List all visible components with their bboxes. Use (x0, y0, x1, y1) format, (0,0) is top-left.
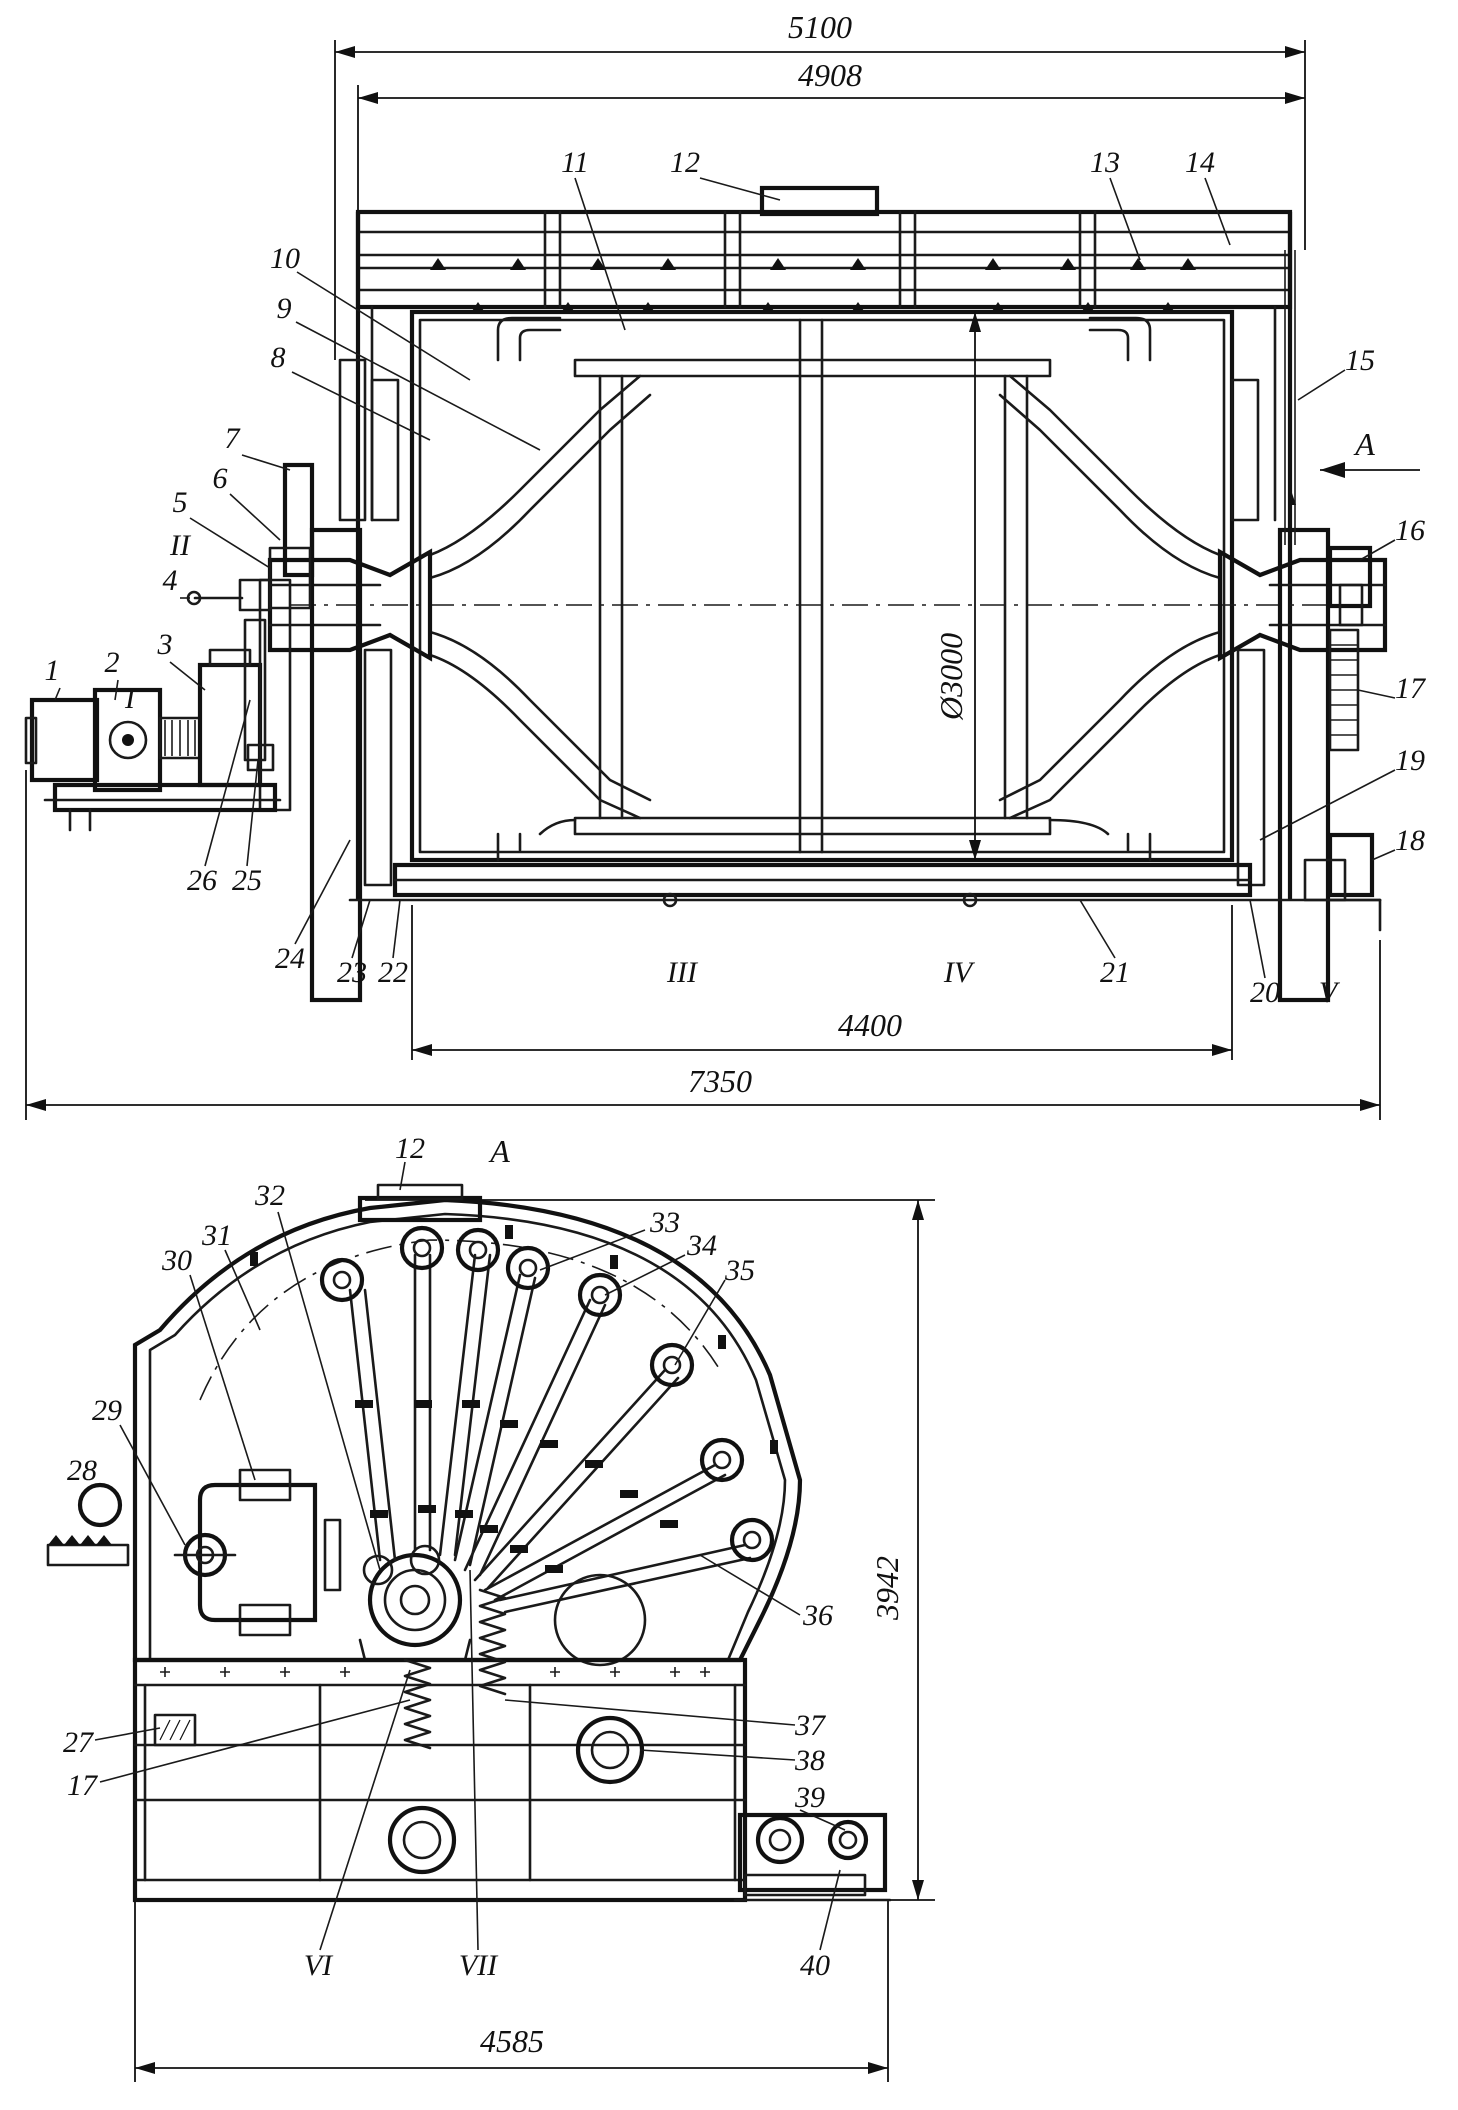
lower-frame (132, 1657, 748, 1903)
label-1: 1 (45, 654, 60, 687)
label-side-39: 39 (794, 1781, 825, 1814)
label-side-33: 33 (649, 1206, 680, 1239)
flange-38 (575, 1715, 645, 1785)
dimension-diameter: Ø3000 (933, 312, 981, 860)
dim-label-4908: 4908 (798, 57, 862, 93)
label-side-27: 27 (63, 1726, 95, 1759)
dim-label-diameter: Ø3000 (933, 633, 969, 721)
leader-lines-top-view (54, 177, 1396, 979)
part-labels-side-view: 12 17 27 28 29 30 31 32 33 34 35 36 37 3… (63, 1132, 833, 1982)
bracket-7 (282, 462, 315, 578)
label-roman-IV: IV (943, 956, 976, 989)
label-14: 14 (1185, 146, 1215, 179)
view-label-a: A (1353, 426, 1375, 462)
label-5: 5 (173, 486, 188, 519)
label-roman-V: V (1319, 976, 1341, 1009)
side-view-a: A 3942 4585 (46, 1132, 935, 2082)
label-roman-I: I (124, 682, 137, 715)
label-roman-VII: VII (459, 1949, 499, 1982)
gearbox-3 (197, 662, 263, 788)
label-3: 3 (157, 628, 173, 661)
part-labels-top-view: 1 2 3 4 5 6 7 8 9 10 11 12 13 14 15 16 1… (45, 146, 1428, 1009)
label-side-32: 32 (254, 1179, 285, 1212)
label-side-17: 17 (67, 1769, 99, 1802)
housing-top-frame (355, 209, 1293, 310)
label-18: 18 (1395, 824, 1425, 857)
housing-outline (132, 1197, 803, 1663)
hub (367, 1552, 463, 1648)
dim-label-5100: 5100 (788, 9, 852, 45)
label-side-37: 37 (794, 1709, 827, 1742)
label-16: 16 (1395, 514, 1425, 547)
label-roman-III: III (666, 956, 699, 989)
spray-arms (319, 1225, 775, 1614)
item-28 (77, 1482, 123, 1528)
label-side-34: 34 (686, 1229, 717, 1262)
label-side-29: 29 (92, 1394, 122, 1427)
label-2: 2 (105, 646, 120, 679)
left-drive-assembly (24, 462, 315, 832)
label-roman-VI: VI (304, 1949, 334, 1982)
label-17: 17 (1395, 672, 1427, 705)
dimension-7350: 7350 (26, 1063, 1380, 1111)
label-13: 13 (1090, 146, 1120, 179)
hatch-12 (759, 185, 880, 217)
longitudinal-section-view: 5100 4908 (24, 9, 1428, 1120)
valve-block-30 (173, 1468, 342, 1637)
dim-label-7350: 7350 (688, 1063, 752, 1099)
left-bearing-stand (309, 527, 363, 1003)
dim-label-4400: 4400 (838, 1007, 902, 1043)
dim-label-3942: 3942 (869, 1556, 905, 1621)
side-view-title: A (488, 1133, 510, 1169)
label-20: 20 (1250, 976, 1280, 1009)
label-10: 10 (270, 242, 300, 275)
label-side-31: 31 (201, 1219, 232, 1252)
dim-label-4585: 4585 (480, 2023, 544, 2059)
dimension-5100: 5100 (335, 9, 1305, 58)
label-9: 9 (277, 292, 292, 325)
label-roman-II: II (169, 529, 192, 562)
label-side-30: 30 (161, 1244, 192, 1277)
valve-16 (1327, 545, 1373, 609)
label-19: 19 (1395, 744, 1425, 777)
label-15: 15 (1345, 344, 1375, 377)
motor-1 (29, 697, 100, 783)
label-side-35: 35 (724, 1254, 755, 1287)
label-4: 4 (163, 564, 178, 597)
dimension-4585: 4585 (135, 2023, 888, 2074)
label-7: 7 (225, 422, 242, 455)
label-side-28: 28 (67, 1454, 97, 1487)
label-21: 21 (1100, 956, 1130, 989)
view-arrow-a: A (1320, 426, 1420, 478)
label-12: 12 (670, 146, 700, 179)
label-11: 11 (561, 146, 589, 179)
label-side-12: 12 (395, 1132, 425, 1165)
label-6: 6 (213, 462, 228, 495)
label-side-36: 36 (802, 1599, 833, 1632)
left-trunnion (267, 548, 433, 662)
dimension-3942: 3942 (869, 1200, 924, 1900)
label-24: 24 (275, 942, 305, 975)
label-26: 26 (187, 864, 217, 897)
dimension-4908: 4908 (358, 57, 1305, 104)
spring-vii (478, 1588, 507, 1696)
drum-shell (409, 309, 1235, 863)
label-side-40: 40 (800, 1949, 830, 1982)
leader-lines-side-view (94, 1161, 846, 1951)
right-trunnion (1217, 548, 1388, 662)
label-8: 8 (271, 341, 286, 374)
right-bearing-stand (1277, 527, 1331, 1003)
motor-18 (1327, 832, 1375, 898)
gear-drive-39-40 (733, 1812, 892, 1902)
label-22: 22 (378, 956, 408, 989)
label-side-38: 38 (794, 1744, 825, 1777)
label-23: 23 (337, 956, 367, 989)
dimension-4400: 4400 (412, 1007, 1232, 1056)
label-25: 25 (232, 864, 262, 897)
